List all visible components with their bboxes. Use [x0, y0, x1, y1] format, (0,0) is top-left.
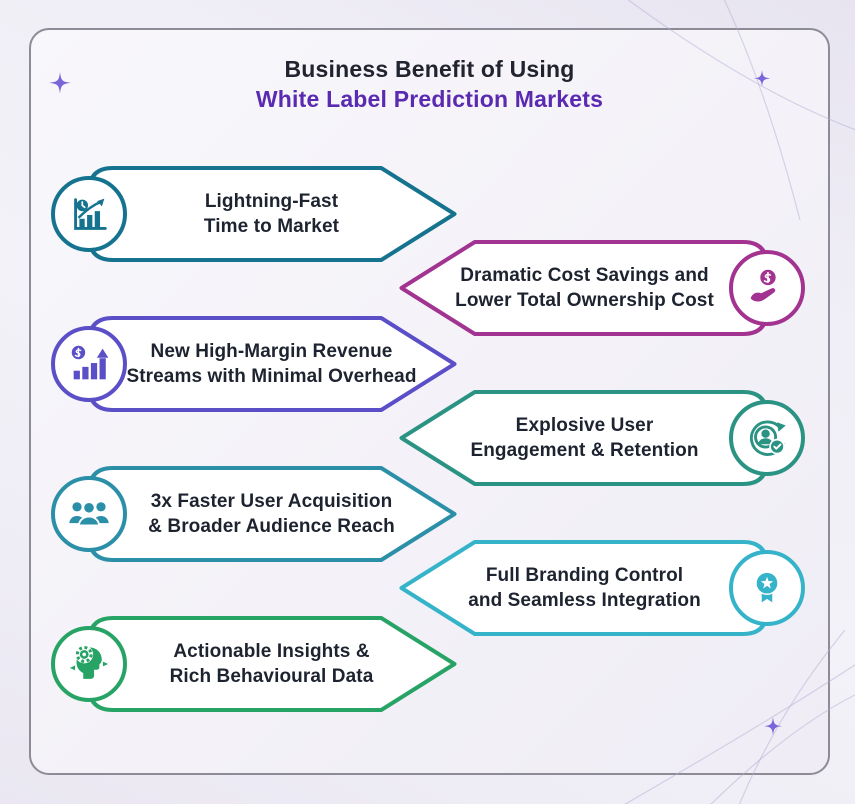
benefit-item-engagement: Explosive User Engagement & Retention: [399, 390, 805, 486]
benefit-line-1: Explosive User: [515, 415, 654, 436]
branding-badge-icon: [729, 550, 805, 626]
benefit-item-user-acquisition: 3x Faster User Acquisition & Broader Aud…: [51, 466, 457, 562]
user-acquisition-icon: [51, 476, 127, 552]
page-title: Business Benefit of Using White Label Pr…: [31, 54, 828, 114]
infographic-card: Business Benefit of Using White Label Pr…: [29, 28, 830, 775]
benefit-line-2: & Broader Audience Reach: [148, 516, 395, 537]
benefit-label: Full Branding Control and Seamless Integ…: [399, 540, 770, 636]
benefit-line-2: Streams with Minimal Overhead: [126, 366, 417, 387]
insights-head-gear-icon: [51, 626, 127, 702]
revenue-streams-icon: [51, 326, 127, 402]
benefit-line-1: Full Branding Control: [485, 565, 684, 586]
benefit-line-1: 3x Faster User Acquisition: [150, 491, 393, 512]
benefit-line-2: and Seamless Integration: [468, 590, 701, 611]
benefit-item-cost-savings: Dramatic Cost Savings and Lower Total Ow…: [399, 240, 805, 336]
title-line-2: White Label Prediction Markets: [255, 86, 604, 112]
benefit-item-time-to-market: Lightning-Fast Time to Market: [51, 166, 457, 262]
benefit-line-2: Lower Total Ownership Cost: [455, 290, 714, 311]
benefit-line-2: Engagement & Retention: [470, 440, 699, 461]
benefit-item-branding: Full Branding Control and Seamless Integ…: [399, 540, 805, 636]
cost-savings-icon: [729, 250, 805, 326]
time-to-market-icon: [51, 176, 127, 252]
benefit-line-2: Rich Behavioural Data: [169, 666, 374, 687]
benefit-label: New High-Margin Revenue Streams with Min…: [86, 316, 457, 412]
title-line-1: Business Benefit of Using: [284, 56, 575, 82]
benefit-line-1: Actionable Insights &: [173, 641, 370, 662]
engagement-retention-icon: [729, 400, 805, 476]
benefit-label: 3x Faster User Acquisition & Broader Aud…: [86, 466, 457, 562]
benefit-line-1: Lightning-Fast: [204, 191, 339, 212]
benefit-item-revenue-streams: New High-Margin Revenue Streams with Min…: [51, 316, 457, 412]
benefit-line-2: Time to Market: [203, 216, 340, 237]
benefit-label: Lightning-Fast Time to Market: [86, 166, 457, 262]
sparkle-icon: [762, 717, 784, 739]
benefit-label: Actionable Insights & Rich Behavioural D…: [86, 616, 457, 712]
benefit-line-1: Dramatic Cost Savings and: [460, 265, 709, 286]
benefit-line-1: New High-Margin Revenue: [150, 341, 393, 362]
benefit-label: Dramatic Cost Savings and Lower Total Ow…: [399, 240, 770, 336]
benefit-item-insights: Actionable Insights & Rich Behavioural D…: [51, 616, 457, 712]
benefit-label: Explosive User Engagement & Retention: [399, 390, 770, 486]
